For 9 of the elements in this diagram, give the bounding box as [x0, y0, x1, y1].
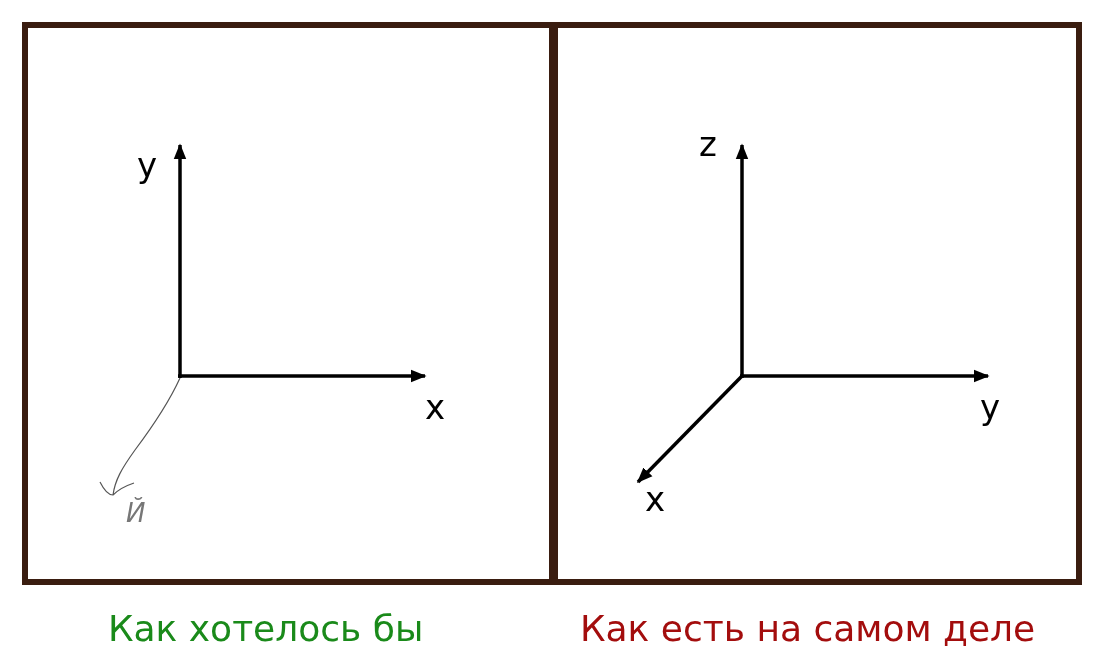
panel-frame	[549, 22, 1082, 585]
axis-label: y	[980, 390, 1001, 424]
axis-label: z	[699, 127, 717, 161]
axis-label: y	[137, 148, 158, 182]
axis-label: x	[645, 482, 666, 516]
panel-caption: Как есть на самом деле	[580, 608, 1036, 649]
axis-label: x	[425, 390, 446, 424]
panel-caption: Как хотелось бы	[108, 608, 424, 649]
panel-frame	[22, 22, 558, 585]
